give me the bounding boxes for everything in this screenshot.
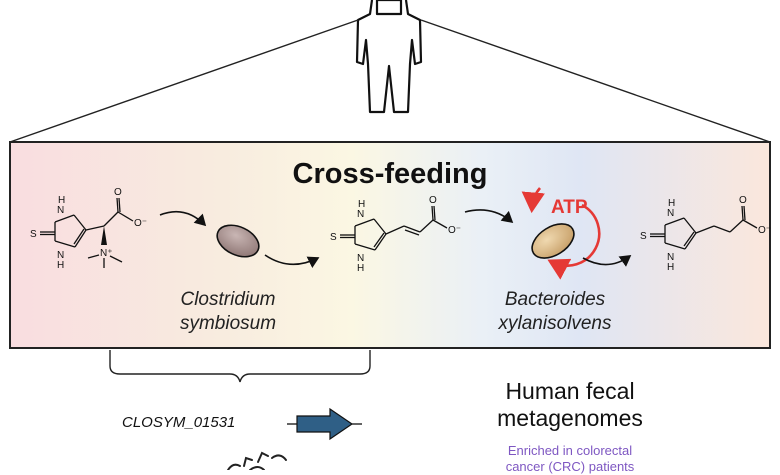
protein-structure-icon <box>227 451 287 470</box>
arrow-3 <box>464 209 514 224</box>
atp-label: ATP <box>551 197 588 218</box>
enriched-line-2: cancer (CRC) patients <box>505 459 635 474</box>
atom-s-1: S <box>30 229 37 240</box>
arrow-2 <box>264 254 320 269</box>
thiourocanic-acid-molecule <box>340 205 448 251</box>
atom-o-1: O <box>114 187 122 198</box>
panel-title: Cross-feeding <box>292 158 488 190</box>
atom-n-4: N <box>357 253 364 264</box>
metagenome-line-1: Human fecal <box>505 378 635 404</box>
atom-h-3: H <box>358 199 365 210</box>
enriched-line-1: Enriched in colorectal <box>507 443 633 458</box>
zoom-line-right <box>420 19 771 143</box>
gene-arrow-icon <box>296 407 354 441</box>
atom-n-6: N <box>667 252 674 263</box>
atom-ominus-3: O⁻ <box>758 225 771 236</box>
species-1-epithet: symbiosum <box>179 313 277 334</box>
atom-ominus-2: O⁻ <box>448 225 461 236</box>
atom-h-4: H <box>357 263 364 274</box>
cross-feeding-panel <box>9 141 771 349</box>
species-2-label: Bacteroides xylanisolvens <box>480 288 630 336</box>
enriched-note: Enriched in colorectal cancer (CRC) pati… <box>460 443 680 475</box>
atom-n-1: N <box>57 205 64 216</box>
species-1-label: Clostridium symbiosum <box>158 288 298 336</box>
atom-n-2: N <box>57 250 64 261</box>
atom-o-2: O <box>429 195 437 206</box>
gene-label: CLOSYM_01531 <box>122 414 236 431</box>
atom-nplus-1: N⁺ <box>100 248 113 259</box>
atom-o-3: O <box>739 195 747 206</box>
zoom-line-left <box>9 19 359 143</box>
atom-s-3: S <box>640 231 647 242</box>
atom-n-3: N <box>357 209 364 220</box>
bacteroides-bacterium-icon <box>531 223 575 259</box>
genome-bracket <box>109 350 371 383</box>
atp-cycle-arrow-tail <box>521 187 545 214</box>
atom-h-5: H <box>668 198 675 209</box>
atom-h-1: H <box>58 195 65 206</box>
atom-s-2: S <box>330 232 337 243</box>
species-2-genus: Bacteroides <box>504 289 606 310</box>
human-silhouette-icon <box>355 0 423 114</box>
metagenome-line-2: metagenomes <box>497 405 643 431</box>
metagenome-label: Human fecal metagenomes <box>470 378 670 432</box>
atom-h-6: H <box>667 262 674 273</box>
ergothioneine-molecule <box>40 197 134 248</box>
clostridium-bacterium-icon <box>216 224 260 258</box>
arrow-1 <box>159 210 207 227</box>
atp-cycle-arrow-icon <box>547 203 601 280</box>
atom-ominus-1: O⁻ <box>134 218 147 229</box>
species-2-epithet: xylanisolvens <box>498 313 612 334</box>
species-1-genus: Clostridium <box>180 289 276 310</box>
atom-h-2: H <box>57 260 64 271</box>
atom-n-5: N <box>667 208 674 219</box>
arrow-4 <box>582 255 632 267</box>
trimethyl-group <box>87 254 123 268</box>
thioimidazole-propionate-molecule <box>650 205 758 250</box>
